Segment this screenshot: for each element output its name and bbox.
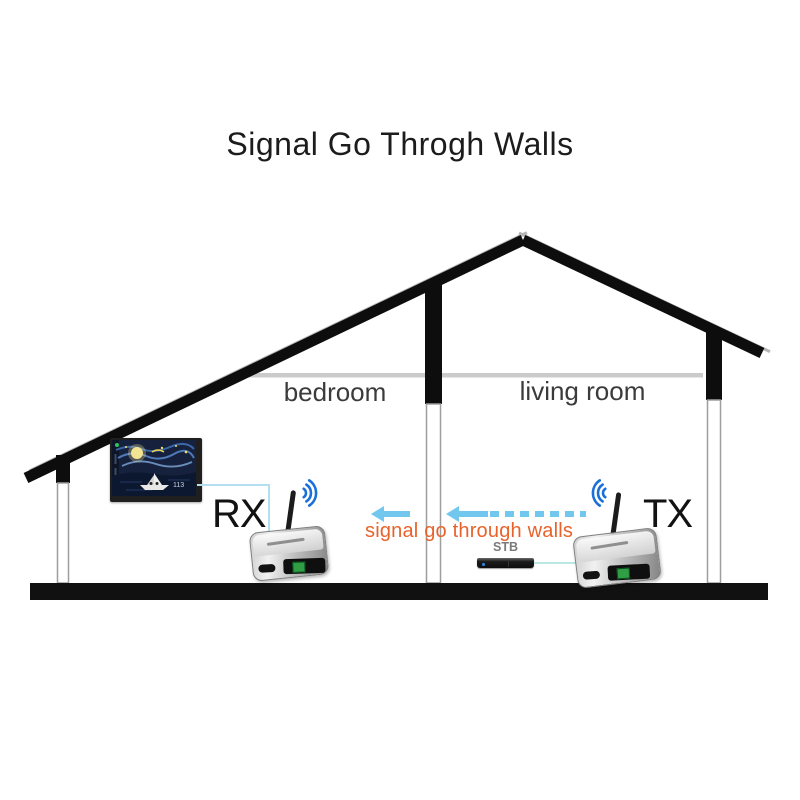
page-title: Signal Go Throgh Walls (226, 126, 574, 162)
floor-line (30, 583, 768, 600)
tx-device (572, 527, 662, 589)
tv-frame: 113 (110, 438, 202, 502)
tv-painting: 113 (112, 440, 196, 496)
connector-tv-rx-vertical (268, 484, 270, 533)
signal-caption: signal go through walls (365, 520, 574, 542)
wall-middle-upper (425, 282, 442, 404)
wall-right-upper (706, 332, 722, 400)
rx-device (248, 525, 330, 582)
living-room-label: living room (519, 376, 646, 406)
wall-left-upper (56, 455, 70, 483)
boat-sail (154, 473, 162, 485)
signal-arrow-left-shaft (383, 511, 410, 517)
wall-left-lower (56, 482, 70, 584)
stb-label: STB (493, 540, 518, 554)
roof-left (23, 235, 526, 483)
tv-overlay-text: 113 (173, 482, 184, 489)
signal-arrow-left-head (371, 506, 384, 522)
signal-arrow-right-head (446, 506, 459, 522)
ceiling-line (244, 373, 703, 378)
tx-usb-port (582, 570, 601, 580)
rx-front-panel (283, 557, 326, 575)
tx-wifi-signal-icon (591, 479, 607, 507)
tx-front-panel (607, 563, 651, 581)
tv-indicator-dot (115, 443, 119, 447)
stb-led-indicator (482, 563, 485, 566)
wall-right-lower (706, 399, 722, 584)
wall-middle-lower (425, 403, 442, 584)
rx-label: RX (212, 492, 267, 536)
roof-right (520, 235, 765, 358)
rx-led-indicator (292, 561, 306, 573)
connector-stb-tx (534, 562, 576, 564)
signal-arrow-right-shaft (458, 511, 488, 517)
signal-arrow-dashed-tail (490, 511, 586, 517)
bedroom-label: bedroom (283, 377, 387, 407)
tx-device-top-face (575, 530, 656, 563)
moon-icon (131, 447, 143, 459)
tx-led-indicator (616, 567, 631, 580)
boat-hull (140, 485, 169, 490)
rx-usb-port (258, 563, 276, 573)
stb-device (477, 558, 534, 568)
connector-tv-rx-horizontal (197, 484, 270, 486)
rx-wifi-signal-icon (302, 479, 318, 507)
